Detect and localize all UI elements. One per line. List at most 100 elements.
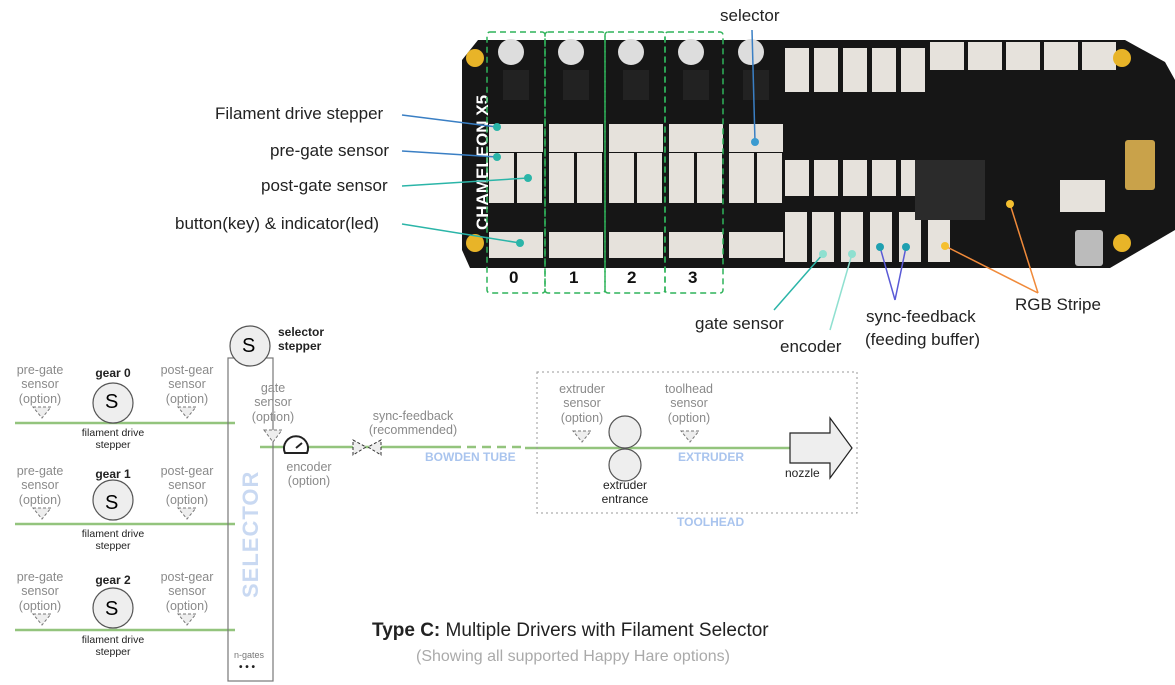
usb-c-port <box>1075 230 1103 266</box>
gate-boxes <box>486 31 724 294</box>
connector <box>785 212 807 262</box>
connector <box>1044 42 1078 70</box>
sensor-triangle-icon <box>176 406 198 419</box>
connector <box>669 153 694 203</box>
mount-hole <box>1113 234 1131 252</box>
connector <box>1060 180 1105 212</box>
label-gate-sensor: gate sensor <box>695 314 784 333</box>
power-connector <box>1125 140 1155 190</box>
mount-hole <box>466 49 484 67</box>
label-filament-drive-stepper: Filament drive stepper <box>215 104 384 123</box>
n-gates-ellipsis: • • • <box>239 662 256 673</box>
sync-feedback-label: sync-feedback(recommended) <box>368 409 458 438</box>
gear-title: gear 0 <box>95 366 131 380</box>
bowden-tube-label: BOWDEN TUBE <box>425 450 516 464</box>
connector <box>609 153 634 203</box>
mcu-chip <box>915 160 985 220</box>
connector <box>549 232 603 258</box>
nozzle-arrow-icon <box>789 416 853 480</box>
label-sync-feedback: sync-feedback <box>866 307 976 326</box>
label-selector: selector <box>720 6 780 25</box>
connector <box>930 42 964 70</box>
gear-2-circle <box>92 587 134 629</box>
connector <box>683 70 709 100</box>
selector-stepper-circle <box>229 325 271 367</box>
gear-1-circle <box>92 479 134 521</box>
gate-box-2 <box>604 31 666 294</box>
label-encoder: encoder <box>780 337 842 356</box>
controller-board: CHAMELEON X5 <box>462 39 1175 268</box>
connector <box>901 48 925 92</box>
selector-label: SELECTOR <box>238 470 263 598</box>
connector <box>577 153 602 203</box>
connector <box>637 153 662 203</box>
connector <box>1006 42 1040 70</box>
nozzle-label: nozzle <box>785 466 820 480</box>
filament-paths <box>15 421 825 632</box>
gate-number-3: 3 <box>688 268 698 287</box>
connector <box>503 70 529 100</box>
label-button-indicator: button(key) & indicator(led) <box>175 214 380 233</box>
gear-title: gear 2 <box>95 573 131 587</box>
connector <box>968 42 1002 70</box>
extruder-roller-top <box>608 415 642 449</box>
connector <box>814 48 838 92</box>
connector <box>1082 42 1116 70</box>
connector <box>872 160 896 196</box>
connector <box>843 160 867 196</box>
label-pre-gate-sensor: pre-gate sensor <box>270 141 390 160</box>
board-logo: CHAMELEON X5 <box>473 95 492 230</box>
capacitor <box>678 39 704 65</box>
n-gates-label: n-gates <box>234 650 265 660</box>
gate-box-1 <box>544 31 606 294</box>
connector <box>489 153 514 203</box>
sensor-triangle-icon <box>176 613 198 626</box>
toolhead-box <box>536 371 858 514</box>
connector <box>549 153 574 203</box>
capacitor <box>618 39 644 65</box>
connector <box>814 160 838 196</box>
capacitor <box>558 39 584 65</box>
connector <box>609 124 663 152</box>
connector <box>563 70 589 100</box>
gear-symbol: S <box>105 598 119 620</box>
label-post-gate-sensor: post-gate sensor <box>261 176 388 195</box>
connector <box>843 48 867 92</box>
diagram-subtitle: (Showing all supported Happy Hare option… <box>416 648 730 665</box>
connector <box>785 48 809 92</box>
connector <box>669 124 723 152</box>
connector <box>697 153 722 203</box>
gate-box-3 <box>664 31 724 294</box>
sensor-triangle-icon <box>31 406 53 419</box>
gear-symbol: S <box>105 492 119 514</box>
extruder-roller-bottom <box>608 448 642 482</box>
connector <box>812 212 834 262</box>
capacitor <box>738 39 764 65</box>
sensor-icons <box>31 406 701 626</box>
connector <box>609 232 663 258</box>
encoder-label: encoder(option) <box>286 460 332 489</box>
sensor-triangle-icon <box>263 429 283 443</box>
gate-number-0: 0 <box>509 268 519 287</box>
gate-number-2: 2 <box>627 268 637 287</box>
gate-number-1: 1 <box>569 268 579 287</box>
connector <box>489 232 543 258</box>
sync-feedback-icon <box>352 439 382 456</box>
toolhead-label: TOOLHEAD <box>677 515 745 529</box>
sensor-triangle-icon <box>679 430 701 443</box>
sensor-triangle-icon <box>176 507 198 520</box>
gear-symbol: S <box>105 391 119 413</box>
sensor-triangle-icon <box>571 430 593 443</box>
connector <box>841 212 863 262</box>
